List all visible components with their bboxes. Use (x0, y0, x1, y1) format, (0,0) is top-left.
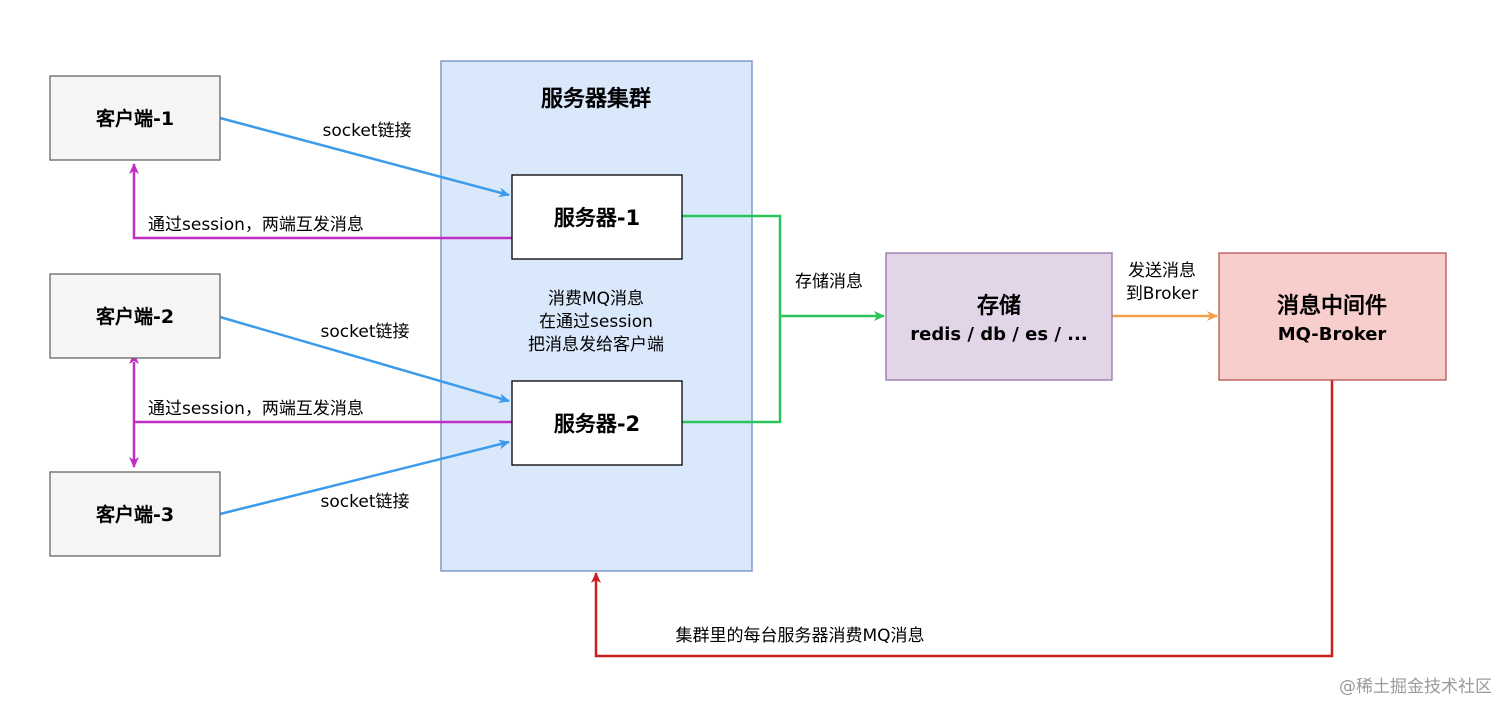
client-1-label: 客户端-1 (96, 107, 174, 130)
client-2-label: 客户端-2 (96, 305, 174, 328)
send-label-line-1: 发送消息 (1128, 261, 1196, 281)
store-connections (682, 214, 885, 424)
session-label-2: 通过session，两端互发消息 (148, 399, 364, 419)
socket-label-3: socket链接 (321, 492, 410, 512)
server-2-label: 服务器-2 (554, 412, 640, 436)
broker-box: 消息中间件 MQ-Broker (1218, 252, 1447, 381)
client-2: 客户端-2 (49, 273, 221, 359)
session-connections (129, 163, 512, 468)
broker-subtitle: MQ-Broker (1278, 324, 1387, 345)
socket-arrow-3 (219, 439, 510, 516)
server-1: 服务器-1 (511, 174, 683, 260)
socket-arrow-2 (219, 315, 510, 404)
store-line-2 (682, 316, 782, 424)
storage-box: 存储 redis / db / es / ... (885, 252, 1113, 381)
session-arrow-1 (129, 163, 512, 240)
socket-label-1: socket链接 (323, 121, 412, 141)
storage-title: 存储 (977, 293, 1021, 319)
storage-subtitle: redis / db / es / ... (910, 324, 1087, 345)
client-3-label: 客户端-3 (96, 503, 174, 526)
store-line-1 (682, 214, 782, 316)
cluster-note-line-3: 把消息发给客户端 (528, 335, 664, 355)
send-label-line-2: 到Broker (1126, 284, 1198, 304)
cluster-title: 服务器集群 (541, 86, 651, 112)
cluster-note-line-2: 在通过session (539, 312, 653, 332)
socket-arrow-1 (219, 116, 510, 198)
socket-connections (219, 116, 510, 516)
watermark: @稀土掘金技术社区 (1339, 677, 1492, 697)
client-1: 客户端-1 (49, 75, 221, 161)
client-3: 客户端-3 (49, 471, 221, 557)
broker-title: 消息中间件 (1277, 293, 1387, 319)
server-2: 服务器-2 (511, 380, 683, 466)
socket-label-2: socket链接 (321, 322, 410, 342)
consume-arrow (591, 380, 1334, 658)
server-cluster: 服务器集群 消费MQ消息 在通过session 把消息发给客户端 (440, 60, 753, 572)
cluster-note-line-1: 消费MQ消息 (548, 289, 644, 309)
consume-label: 集群里的每台服务器消费MQ消息 (675, 626, 924, 646)
store-label: 存储消息 (795, 272, 863, 292)
session-label-1: 通过session，两端互发消息 (148, 215, 364, 235)
server-1-label: 服务器-1 (554, 206, 640, 230)
